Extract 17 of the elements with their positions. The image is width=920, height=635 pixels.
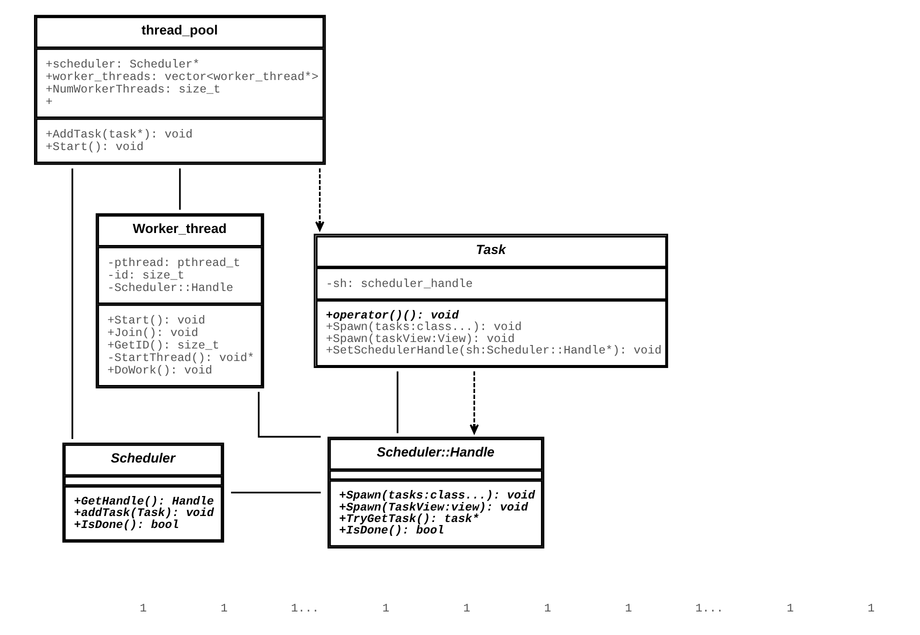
label: 1 xyxy=(786,602,794,616)
arrow xyxy=(314,168,324,232)
connector xyxy=(257,392,320,438)
label: 1 xyxy=(624,602,632,616)
connector xyxy=(396,371,398,434)
label: 1 xyxy=(462,602,470,616)
connector xyxy=(230,492,320,494)
label: 1 xyxy=(382,602,389,616)
label: 1 xyxy=(220,602,228,616)
label: 1 xyxy=(139,602,146,616)
label: 1 xyxy=(544,602,551,616)
label: 1... xyxy=(290,602,318,616)
connector xyxy=(178,168,180,210)
connector xyxy=(71,168,73,439)
label: 1... xyxy=(694,602,723,616)
arrow xyxy=(469,371,478,434)
label: 1 xyxy=(867,602,874,616)
